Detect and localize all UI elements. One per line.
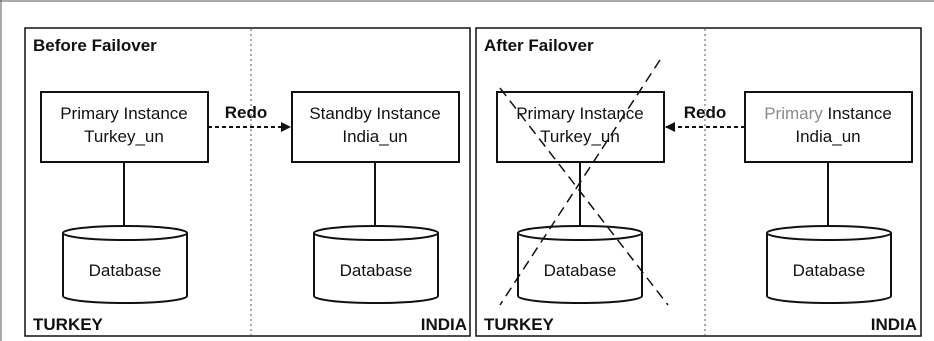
before-left-database [62,225,188,304]
before-standby-instance-line1: Standby Instance [309,104,440,123]
before-redo-label: Redo [225,103,268,122]
failure-cross-line-2 [499,59,661,306]
after-panel: After Failover TURKEY INDIA Primary Inst… [475,27,922,337]
before-primary-instance-line2: Turkey_un [84,127,164,146]
after-failed-primary-instance-line2: Turkey_un [540,127,620,146]
after-right-database-label: Database [793,261,866,280]
after-new-primary-role-word: Primary [764,104,823,123]
after-redo-label: Redo [684,103,727,122]
after-failed-primary-instance-line1: Primary Instance [516,104,644,123]
after-title: After Failover [484,36,594,55]
before-primary-instance-box [40,91,209,163]
after-new-primary-instance-word: Instance [823,104,892,123]
failure-cross-line-1 [499,87,669,306]
before-standby-instance-line2: India_un [342,127,407,146]
before-panel: Before Failover TURKEY INDIA Primary Ins… [24,27,471,337]
after-panel-frame [475,27,922,337]
after-left-database-label: Database [544,261,617,280]
before-standby-instance-box [291,91,460,163]
after-failed-primary-instance-box [496,91,665,163]
before-left-region-label: TURKEY [33,315,104,334]
before-left-database-label: Database [89,261,162,280]
before-right-database-label: Database [340,261,413,280]
after-right-database [766,225,892,304]
after-left-database [517,225,643,304]
before-primary-instance-line1: Primary Instance [60,104,188,123]
after-new-primary-instance-line1: Primary Instance [764,104,892,123]
before-title: Before Failover [33,36,157,55]
before-right-region-label: INDIA [421,315,467,334]
before-panel-frame [24,27,471,337]
before-right-database [313,225,439,304]
after-new-primary-instance-line2: India_un [795,127,860,146]
after-left-region-label: TURKEY [484,315,555,334]
after-right-region-label: INDIA [871,315,917,334]
